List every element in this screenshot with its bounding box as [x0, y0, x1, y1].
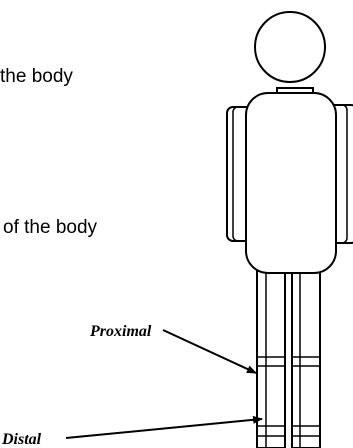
upper-text-fragment: the body [0, 66, 73, 87]
proximal-label: Proximal [89, 323, 152, 340]
figure-torso [246, 93, 336, 273]
proximal-arrow [163, 330, 256, 373]
lower-text-fragment: of the body [3, 217, 98, 238]
figure-left-leg [257, 268, 285, 448]
distal-arrow [66, 419, 262, 438]
figure-right-leg [292, 268, 320, 448]
distal-label: Distal [1, 431, 42, 448]
figure-head [255, 12, 325, 82]
